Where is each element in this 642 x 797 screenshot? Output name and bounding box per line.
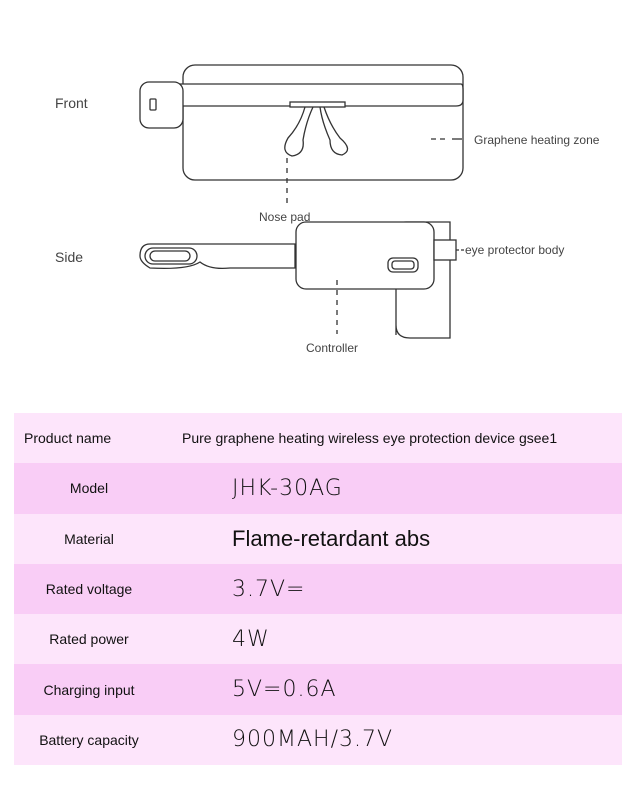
- spec-table: Product name Pure graphene heating wirel…: [14, 413, 622, 766]
- spec-value: 900MAH/3.7V: [232, 727, 394, 753]
- graphene-zone-label: Graphene heating zone: [474, 133, 600, 147]
- spec-row-product-name: Product name Pure graphene heating wirel…: [14, 413, 622, 464]
- spec-key: Rated voltage: [45, 581, 133, 598]
- spec-value: 3.7V=: [232, 576, 306, 602]
- spec-key: Material: [64, 530, 114, 547]
- spec-row-material: Material Flame-retardant abs: [14, 513, 622, 564]
- spec-row-rated-voltage: Rated voltage 3.7V=: [14, 563, 622, 615]
- front-view-label: Front: [55, 95, 88, 111]
- spec-value: 4W: [232, 626, 270, 652]
- side-view-drawing: [139, 221, 464, 339]
- eye-protector-body-label: eye protector body: [465, 243, 565, 257]
- spec-key: Model: [69, 480, 109, 497]
- spec-row-charging-input: Charging input 5V=0.6A: [14, 664, 622, 715]
- spec-row-model: Model JHK-30AG: [14, 463, 622, 514]
- front-view-drawing: [139, 64, 464, 205]
- spec-value: Pure graphene heating wireless eye prote…: [182, 430, 558, 447]
- spec-value: Flame-retardant abs: [232, 525, 431, 551]
- side-view-label: Side: [55, 249, 84, 265]
- spec-key: Product name: [24, 430, 112, 447]
- spec-key: Charging input: [43, 681, 135, 698]
- spec-value: 5V=0.6A: [232, 677, 337, 703]
- nose-pad-label: Nose pad: [259, 210, 311, 224]
- controller-label: Controller: [306, 341, 359, 355]
- product-diagram: [139, 64, 464, 339]
- spec-key: Battery capacity: [39, 731, 139, 748]
- spec-value: JHK-30AG: [232, 475, 343, 501]
- spec-row-rated-power: Rated power 4W: [14, 614, 622, 665]
- spec-key: Rated power: [49, 631, 129, 648]
- spec-row-battery-capacity: Battery capacity 900MAH/3.7V: [14, 714, 622, 766]
